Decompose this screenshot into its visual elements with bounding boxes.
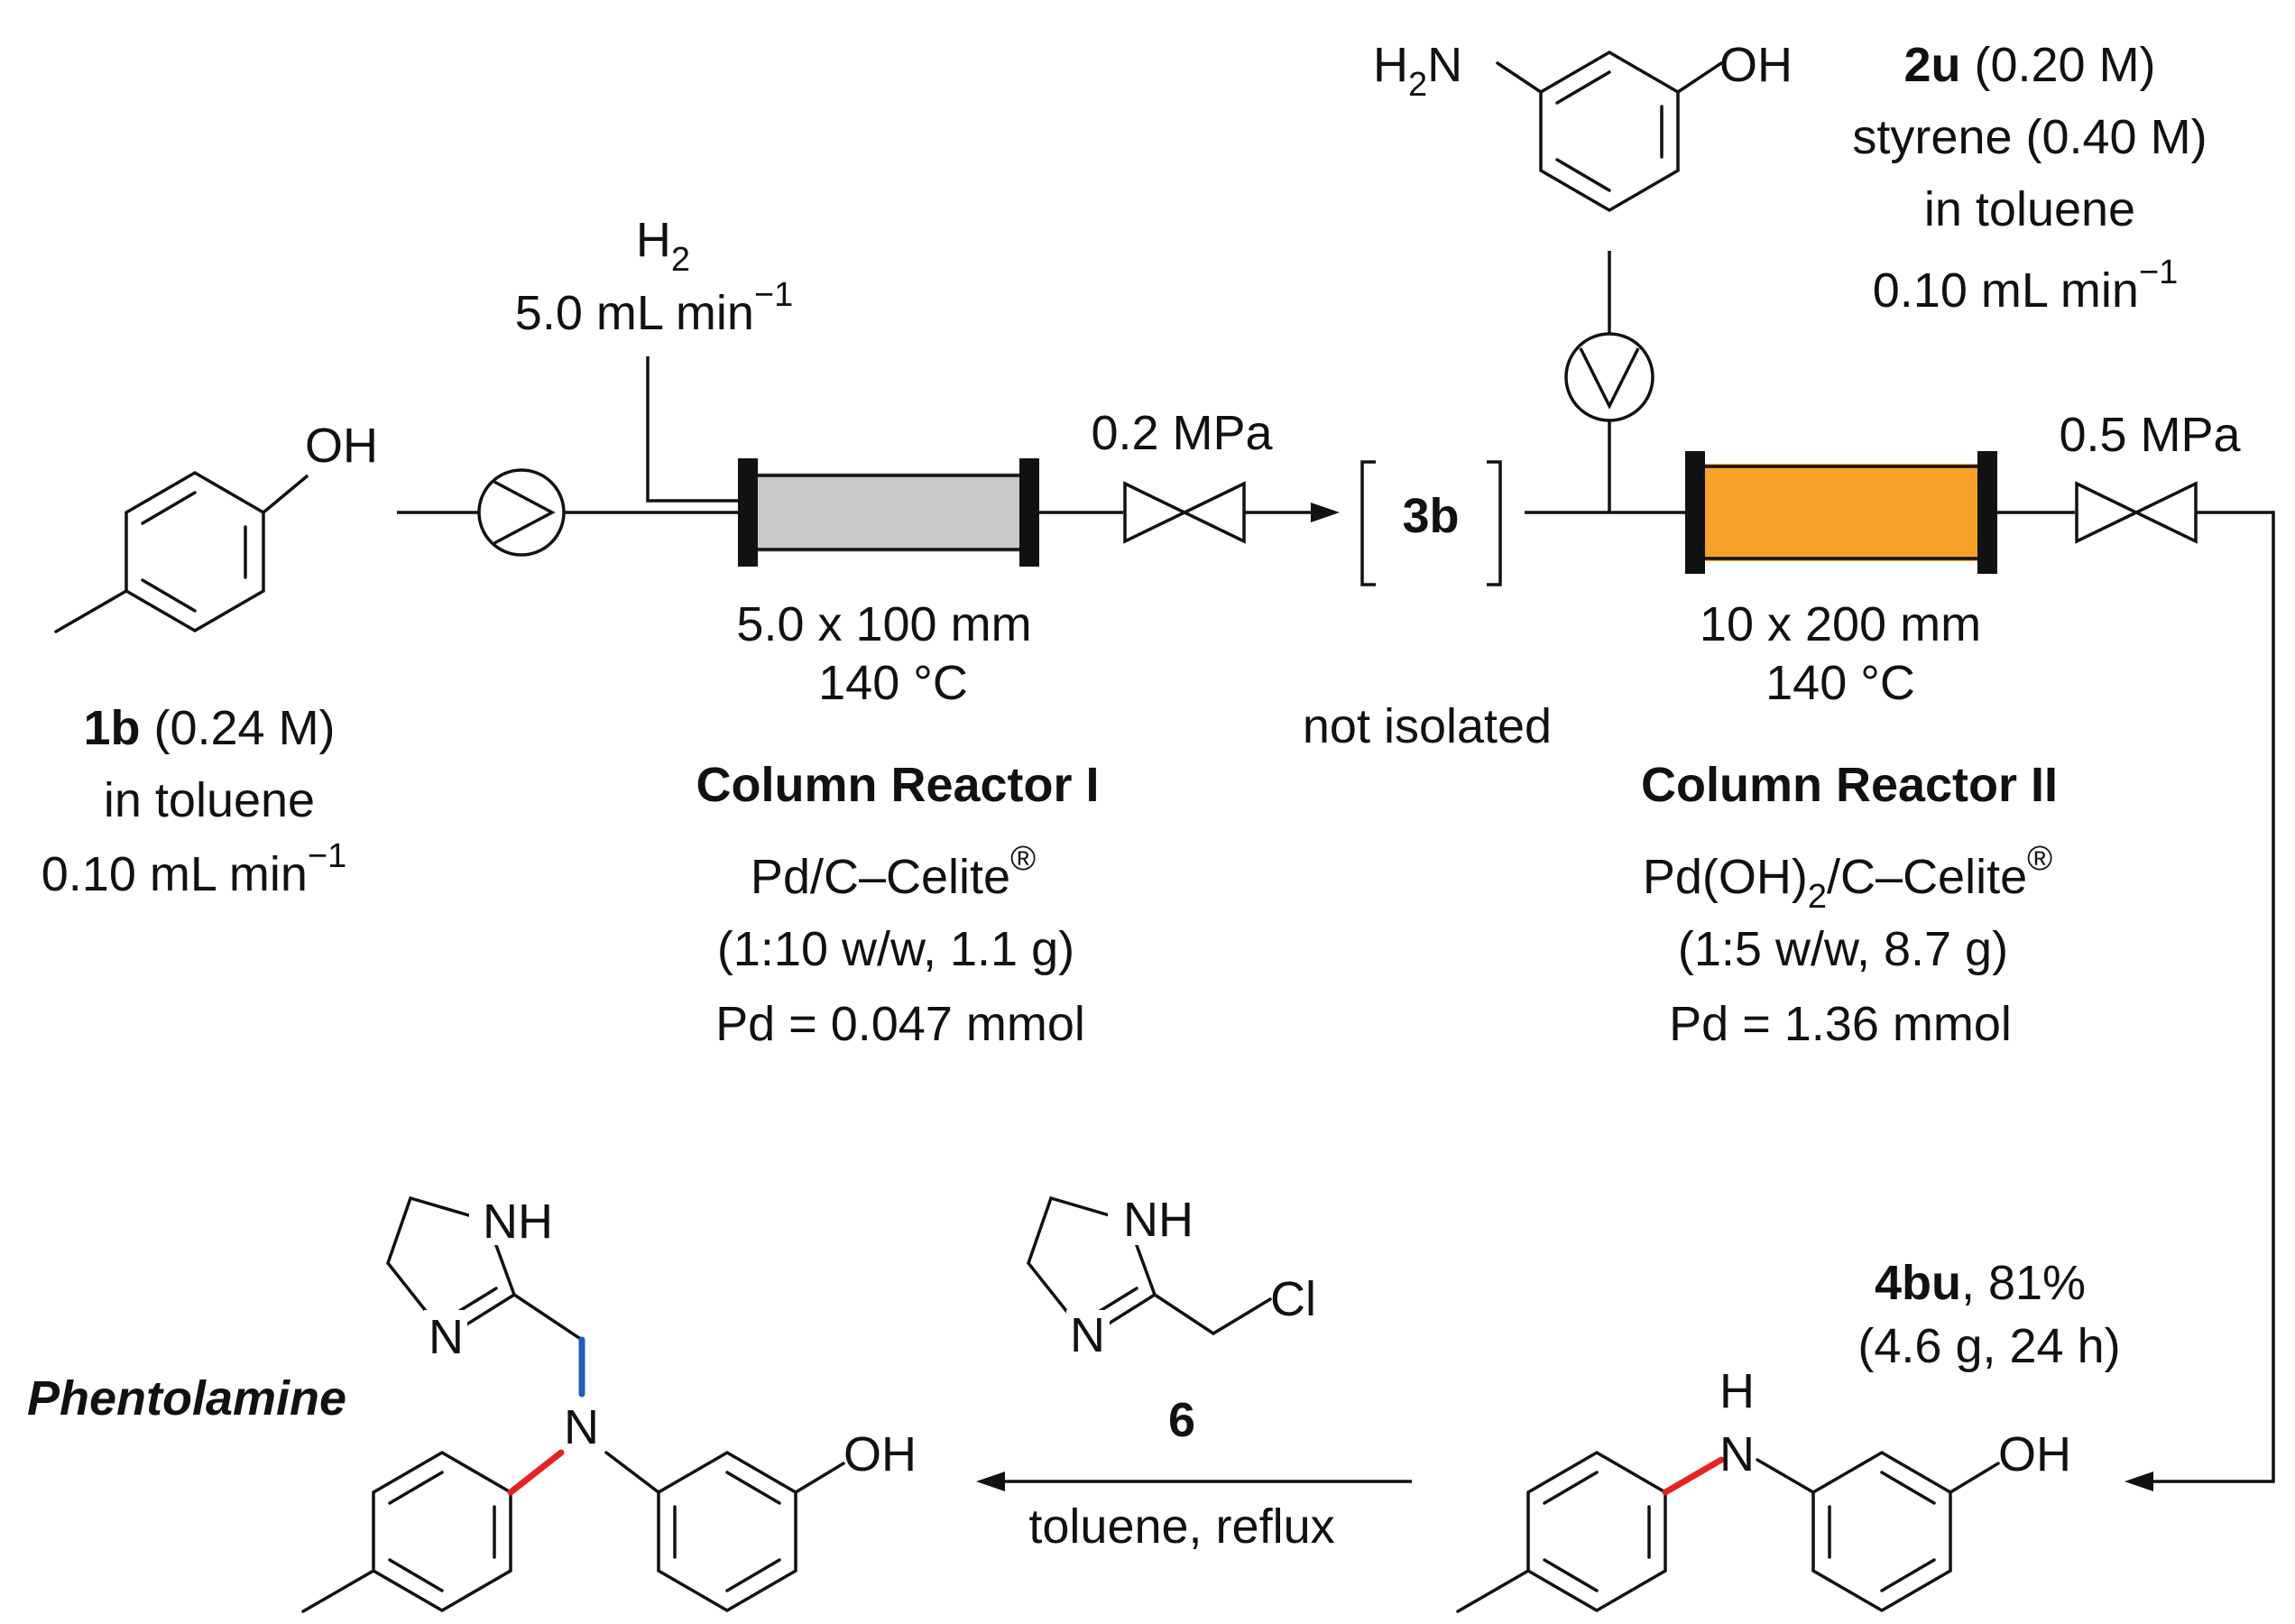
feed2-flow-rate: 0.10 mL min−1 bbox=[1873, 254, 2178, 318]
back-pressure-valve-1-icon bbox=[1123, 481, 1246, 544]
reactor1-pd-amount: Pd = 0.047 mmol bbox=[715, 997, 1085, 1051]
new-cn-bond-red bbox=[1662, 1456, 1725, 1496]
feed2-label: 2u (0.20 M) styrene (0.40 M) in toluene … bbox=[1852, 38, 2207, 318]
product-compound-id: 4bu bbox=[1875, 1256, 1961, 1310]
phentolamine-oh-label: OH bbox=[843, 1427, 917, 1481]
reagent6-compound-id: 6 bbox=[1168, 1393, 1195, 1447]
intermediate-3b: 3b not isolated bbox=[1303, 460, 1552, 753]
column-2-packing bbox=[1701, 464, 1980, 561]
reagent6-cl-label: Cl bbox=[1270, 1272, 1316, 1326]
product-h-label: H bbox=[1719, 1364, 1755, 1418]
feed1-concentration: (0.24 M) bbox=[153, 701, 335, 755]
hydrogen-feed-line bbox=[646, 356, 740, 503]
reactor1-caption: 5.0 x 100 mm 140 °C Column Reactor I Pd/… bbox=[696, 597, 1099, 1051]
product-yield: , 81% bbox=[1961, 1256, 2086, 1310]
reactor1-dimensions: 5.0 x 100 mm bbox=[736, 597, 1031, 651]
phentolamine-red-bond bbox=[507, 1449, 565, 1496]
column-reactor-1-icon bbox=[738, 458, 1039, 567]
product-n-label: N bbox=[1719, 1427, 1755, 1481]
intermediate-note: not isolated bbox=[1303, 699, 1552, 753]
feed2-styrene: styrene (0.40 M) bbox=[1852, 110, 2207, 164]
pump-1-icon bbox=[477, 468, 566, 557]
product-4bu-structure: H N OH bbox=[1456, 1364, 2071, 1613]
column-1-packing bbox=[753, 473, 1024, 552]
aminophenol-oh-label: OH bbox=[1719, 38, 1793, 92]
feed1-label: 1b (0.24 M) in toluene 0.10 mL min−1 bbox=[41, 701, 346, 901]
phentolamine-structure: NH N N OH bbox=[301, 1195, 917, 1613]
right-bracket bbox=[1487, 460, 1502, 586]
feed2-compound-line: 2u (0.20 M) bbox=[1903, 38, 2155, 92]
h2-flow-rate: 5.0 mL min−1 bbox=[515, 276, 793, 340]
amine-label: H2N bbox=[1373, 38, 1462, 104]
left-bracket bbox=[1360, 460, 1376, 586]
feed1-compound-line: 1b (0.24 M) bbox=[83, 701, 335, 755]
feed2-solvent: in toluene bbox=[1924, 182, 2135, 236]
reaction-conditions: toluene, reflux bbox=[1028, 1499, 1334, 1554]
feed1-flow-rate: 0.10 mL min−1 bbox=[41, 837, 346, 901]
phentolamine-amine-n-label: N bbox=[564, 1400, 599, 1454]
phentolamine-ring-n-label: N bbox=[429, 1310, 464, 1364]
bpr1-pressure: 0.2 MPa bbox=[1091, 406, 1273, 460]
reactor1-ratio: (1:10 w/w, 1.1 g) bbox=[717, 922, 1074, 976]
hydrogen-feed-label: H2 5.0 mL min−1 bbox=[515, 213, 793, 340]
phentolamine-name: Phentolamine bbox=[27, 1371, 346, 1426]
reagent6-nh-label: NH bbox=[1123, 1193, 1194, 1247]
intermediate-id: 3b bbox=[1402, 489, 1459, 543]
3-aminophenol-structure: H2N OH bbox=[1373, 38, 1793, 213]
reactor2-ratio: (1:5 w/w, 8.7 g) bbox=[1678, 922, 2008, 976]
product-detail: (4.6 g, 24 h) bbox=[1857, 1319, 2120, 1373]
back-pressure-valve-2-icon bbox=[2075, 481, 2198, 544]
reactor2-temperature: 140 °C bbox=[1765, 656, 1915, 710]
reagent-6-structure: NH N Cl bbox=[1027, 1193, 1316, 1362]
reactor2-dimensions: 10 x 200 mm bbox=[1700, 597, 1981, 651]
flow-arrowhead-2 bbox=[2124, 1472, 2153, 1491]
p-cresol-structure: OH bbox=[54, 419, 378, 633]
product-yield-line: 4bu, 81% bbox=[1875, 1256, 2086, 1310]
reactor2-caption: 10 x 200 mm 140 °C Column Reactor II Pd(… bbox=[1641, 597, 2058, 1051]
reaction-arrowhead bbox=[976, 1472, 1005, 1491]
h2-formula: H2 bbox=[636, 213, 690, 279]
cresol-oh-label: OH bbox=[305, 419, 378, 473]
reactor1-catalyst: Pd/C–Celite® bbox=[751, 840, 1036, 904]
product-4bu-label: 4bu, 81% (4.6 g, 24 h) bbox=[1857, 1256, 2120, 1373]
feed2-concentration: (0.20 M) bbox=[1974, 38, 2155, 92]
bpr2-pressure: 0.5 MPa bbox=[2059, 408, 2241, 462]
flow-arrowhead-1 bbox=[1311, 503, 1340, 522]
product-oh-label: OH bbox=[1998, 1427, 2071, 1481]
column-reactor-2-icon bbox=[1685, 451, 1997, 574]
feed1-solvent: in toluene bbox=[104, 773, 315, 827]
feed2-compound-id: 2u bbox=[1903, 38, 1960, 92]
reactor1-temperature: 140 °C bbox=[818, 656, 968, 710]
reagent6-n-label: N bbox=[1070, 1308, 1105, 1362]
product-outlet-line bbox=[2143, 511, 2275, 1483]
pump-2-icon bbox=[1564, 332, 1654, 422]
phentolamine-nh-label: NH bbox=[483, 1195, 553, 1249]
reactor1-title: Column Reactor I bbox=[696, 758, 1099, 812]
reactor2-title: Column Reactor II bbox=[1641, 758, 2058, 812]
reactor2-pd-amount: Pd = 1.36 mmol bbox=[1669, 997, 2012, 1051]
reactor2-catalyst: Pd(OH)2/C–Celite® bbox=[1643, 840, 2052, 916]
feed1-compound-id: 1b bbox=[83, 701, 140, 755]
